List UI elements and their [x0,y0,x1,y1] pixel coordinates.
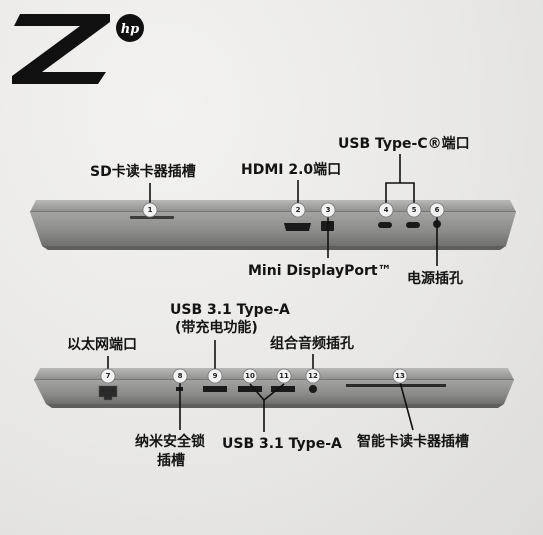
usb-c-port-2 [406,222,420,228]
badge-12 [305,368,321,384]
hp-badge: hp [121,22,140,37]
label-nano-lock: 纳米安全锁 [135,434,205,450]
badge-9 [207,368,223,384]
label-hdmi: HDMI 2.0端口 [241,162,342,178]
svg-text:13: 13 [395,372,405,380]
badge-13 [392,368,408,384]
svg-text:5: 5 [412,206,417,214]
svg-text:9: 9 [213,372,218,380]
sd-card-slot [130,216,174,219]
label-usb-c: USB Type-C®端口 [338,136,470,152]
leader-lines-top [149,154,438,266]
ethernet-port [98,385,118,401]
audio-jack [309,385,317,393]
badge-1 [142,202,158,218]
label-nano-lock-2: 插槽 [157,453,185,469]
svg-text:12: 12 [308,372,318,380]
svg-text:10: 10 [245,372,255,380]
badge-11 [276,368,292,384]
z-logo [12,14,144,84]
badge-10 [242,368,258,384]
badge-6 [429,202,445,218]
usb-a-port-1 [238,386,262,392]
label-sd-card-slot: SD卡读卡器插槽 [90,164,196,180]
label-usb-a-charging: USB 3.1 Type-A [170,302,290,318]
svg-text:11: 11 [279,372,289,380]
usb-c-port-1 [378,222,392,228]
label-usb-a-charging-note: (带充电功能) [175,320,258,336]
svg-text:4: 4 [384,206,389,214]
badge-8 [172,368,188,384]
svg-text:8: 8 [178,372,183,380]
badges-top [142,202,445,218]
badge-5 [406,202,422,218]
usb-a-port-2 [271,386,295,392]
label-usb-a: USB 3.1 Type-A [222,436,342,452]
svg-text:2: 2 [296,206,301,214]
svg-text:6: 6 [435,206,440,214]
badge-3 [320,202,336,218]
hdmi-port [284,223,311,231]
label-smart-card: 智能卡读卡器插槽 [357,434,469,450]
label-audio-jack: 组合音频插孔 [270,336,354,352]
svg-text:1: 1 [148,206,153,214]
leader-lines-bottom [107,340,414,432]
svg-text:3: 3 [326,206,331,214]
badge-7 [100,368,116,384]
label-power-jack: 电源插孔 [407,271,463,287]
usb-a-charging-port [203,386,227,392]
badge-4 [378,202,394,218]
badge-2 [290,202,306,218]
svg-text:7: 7 [106,372,111,380]
label-ethernet: 以太网端口 [67,337,137,353]
badges-bottom [100,368,408,384]
smart-card-slot [346,384,446,387]
label-mini-displayport: Mini DisplayPort™ [248,263,392,279]
